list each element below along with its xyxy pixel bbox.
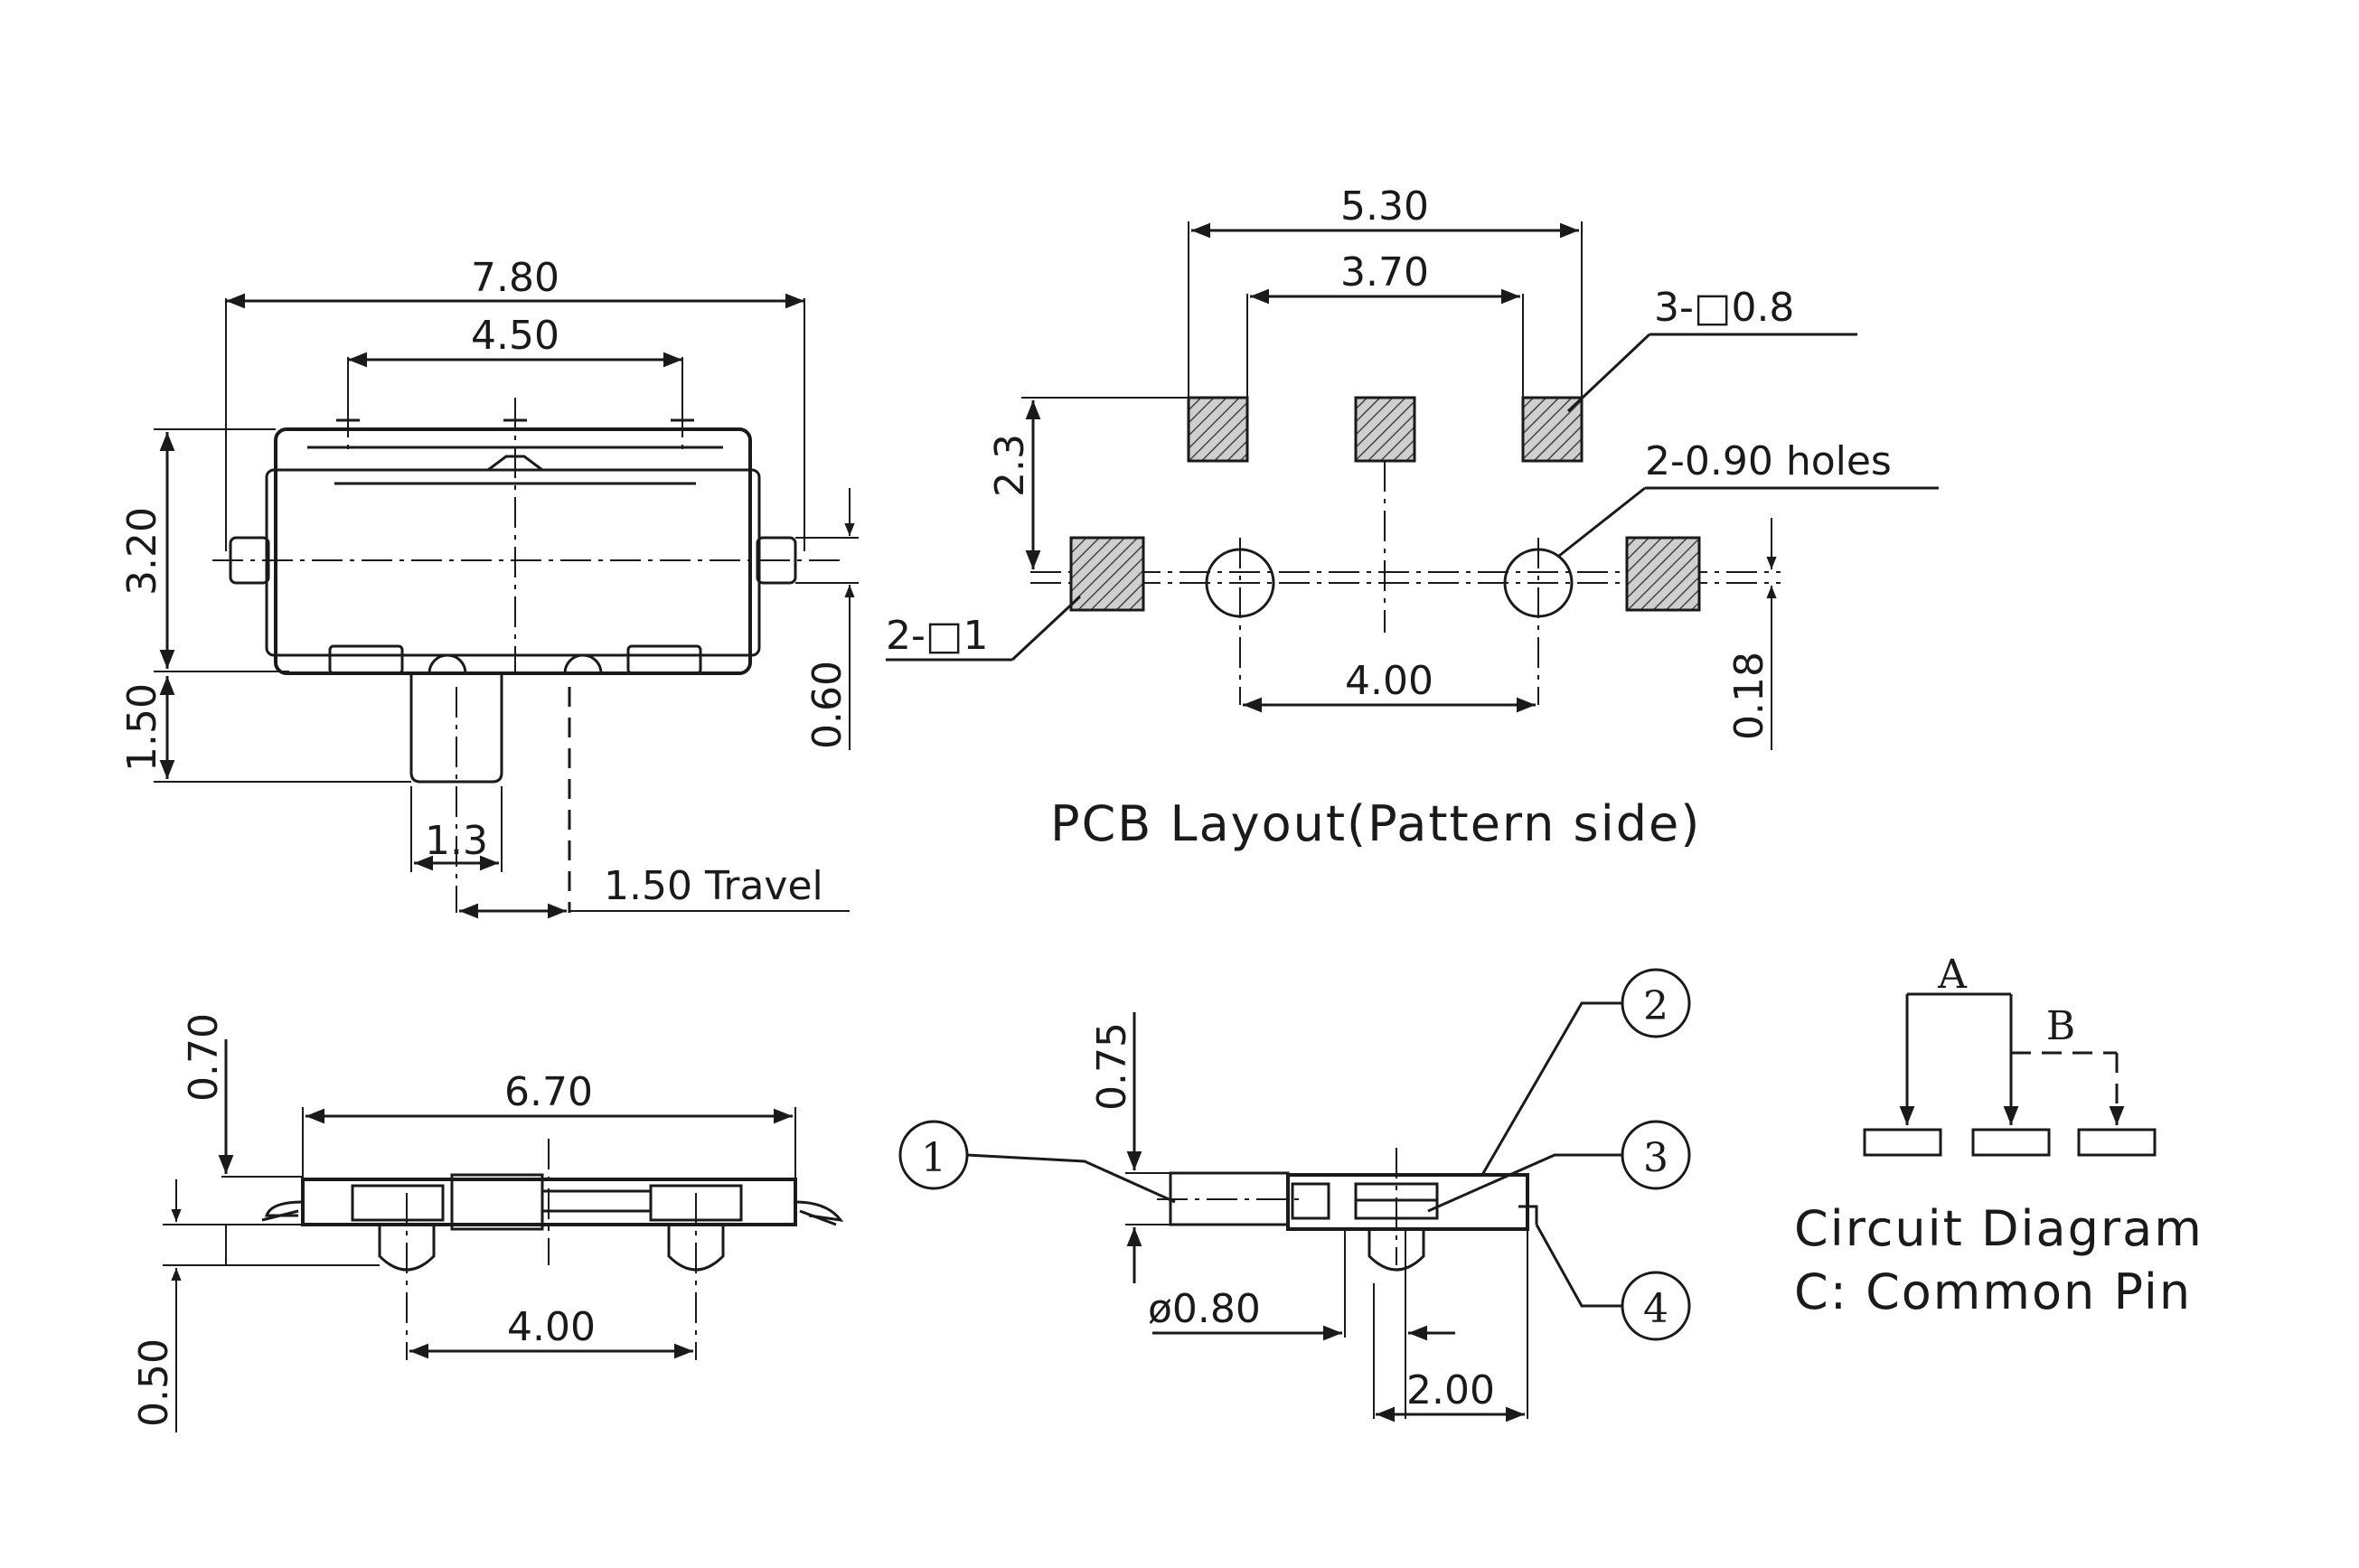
pcb-pad — [1069, 536, 1145, 612]
circuit-label-b: B — [2046, 1003, 2075, 1049]
callout-2-label: 2 — [1643, 983, 1668, 1029]
pcb-layout: 5.30 3.70 3-□0.8 2.3 2-0.90 holes 2-□ — [886, 183, 1939, 852]
pcb-pad — [1354, 396, 1416, 463]
pcb-pad — [1625, 536, 1701, 612]
dim-0-75: 0.75 — [1089, 1022, 1135, 1111]
top-view: 7.80 4.50 3.20 — [119, 255, 859, 919]
dim-travel: 1.50 Travel — [604, 863, 823, 909]
dim-5-30: 5.30 — [1340, 183, 1429, 230]
circuit-label-a: A — [1937, 952, 1968, 998]
dim-1-3: 1.3 — [425, 818, 488, 864]
dim-4-00: 4.00 — [1345, 658, 1433, 704]
dim-7-80: 7.80 — [471, 255, 559, 301]
pcb-layout-title: PCB Layout(Pattern side) — [1050, 795, 1701, 852]
circuit-contact — [2077, 1128, 2157, 1157]
circuit-title: Circuit Diagram — [1794, 1200, 2204, 1257]
pcb-pad — [1187, 396, 1249, 463]
front-view: 6.70 0.70 4.00 0.50 — [131, 1013, 844, 1432]
dim-0-50: 0.50 — [131, 1338, 177, 1427]
callout-1-label: 1 — [921, 1135, 946, 1181]
callout-4-label: 4 — [1643, 1286, 1668, 1332]
circuit-contact — [1971, 1128, 2051, 1157]
circuit-contact — [1863, 1128, 1942, 1157]
circuit-note: C: Common Pin — [1794, 1263, 2192, 1320]
dim-2-00: 2.00 — [1406, 1367, 1495, 1413]
note-3-pads: 3-□0.8 — [1654, 285, 1794, 331]
dim-front-4-00: 4.00 — [507, 1304, 596, 1350]
dim-0-18: 0.18 — [1726, 652, 1772, 740]
note-mount-pads: 2-□1 — [886, 613, 988, 659]
callout-3-label: 3 — [1643, 1135, 1668, 1181]
dim-2-3: 2.3 — [987, 434, 1033, 497]
note-holes: 2-0.90 holes — [1645, 438, 1892, 484]
dim-0-70: 0.70 — [181, 1013, 227, 1102]
dim-1-50: 1.50 — [119, 683, 165, 772]
dim-6-70: 6.70 — [504, 1069, 593, 1115]
dim-peg-diameter: ø0.80 — [1148, 1286, 1261, 1332]
dim-0-60: 0.60 — [804, 661, 851, 749]
dim-4-50: 4.50 — [471, 313, 559, 359]
circuit-diagram: A B Circuit Diagram C: Common Pin — [1794, 952, 2204, 1320]
dim-3-20: 3.20 — [119, 507, 165, 596]
dim-3-70: 3.70 — [1340, 249, 1429, 296]
side-view: 0.75 ø0.80 2.00 1 2 3 4 — [898, 968, 1691, 1422]
